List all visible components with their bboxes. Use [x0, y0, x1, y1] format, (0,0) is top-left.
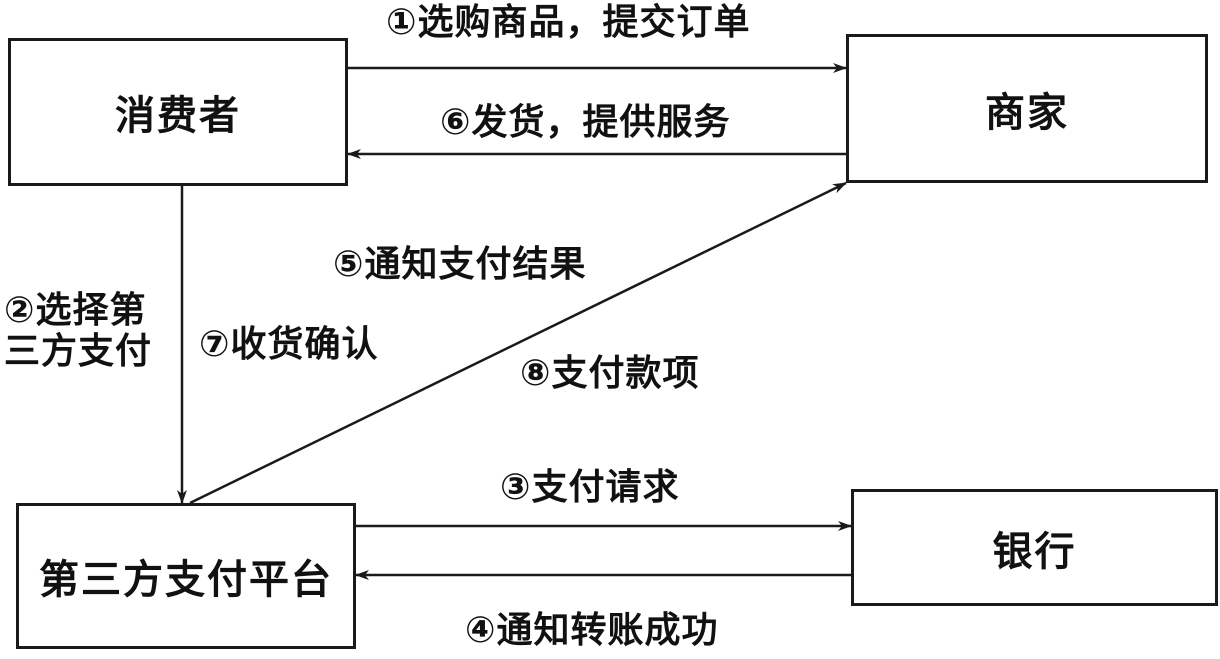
- node-merchant: 商家: [846, 34, 1208, 183]
- edge-2-label-line2: 三方支付: [4, 331, 153, 373]
- edge-2-label: ②选择第 三方支付: [4, 290, 152, 373]
- edge-6-label: ⑥发货，提供服务: [440, 102, 731, 143]
- node-consumer-label: 消费者: [115, 93, 241, 139]
- edge-8-label: ⑧支付款项: [520, 353, 700, 394]
- node-bank-label: 银行: [992, 528, 1077, 575]
- node-consumer: 消费者: [8, 38, 348, 186]
- node-platform-label: 第三方支付平台: [39, 557, 333, 603]
- node-bank: 银行: [851, 489, 1218, 606]
- edge-1-label: ①选购商品，提交订单: [386, 2, 751, 43]
- edge-3-label: ③支付请求: [500, 467, 680, 508]
- edge-4-label: ④通知转账成功: [465, 610, 719, 651]
- node-merchant-label: 商家: [985, 89, 1069, 136]
- edge-7-label: ⑦收货确认: [199, 324, 379, 365]
- node-third-party-payment-platform: 第三方支付平台: [16, 503, 356, 649]
- edge-2-label-line1: ②选择第: [4, 290, 147, 331]
- edge-5-arrow: [189, 181, 847, 505]
- edge-5-label: ⑤通知支付结果: [333, 244, 587, 285]
